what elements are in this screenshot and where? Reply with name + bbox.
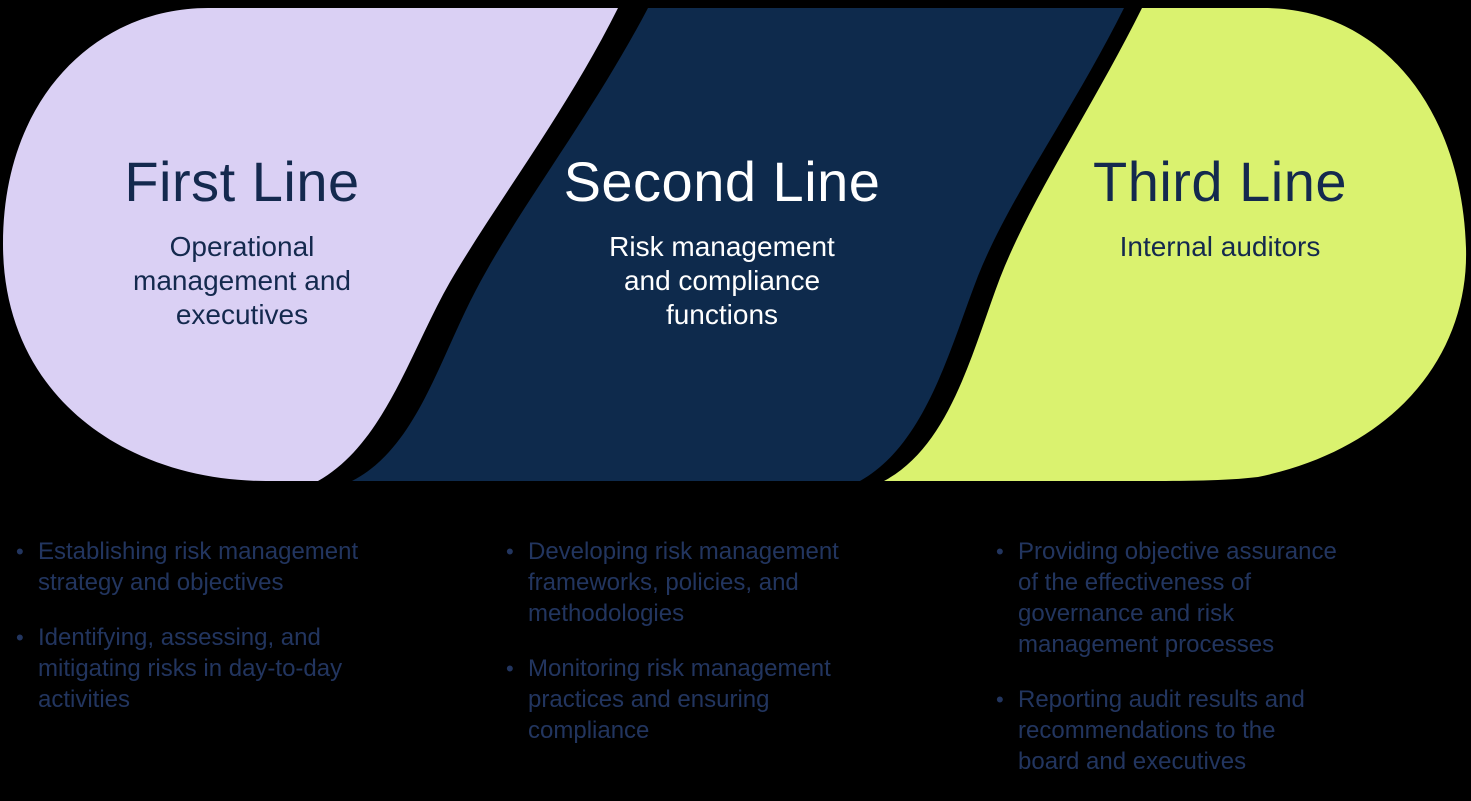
bullet-text: Reporting audit results and recommendati…	[1018, 686, 1305, 775]
bullet-item: • Reporting audit results and recommenda…	[996, 684, 1458, 777]
bullet-icon: •	[506, 656, 514, 681]
bullet-item: • Monitoring risk management practices a…	[506, 653, 968, 746]
bullet-item: • Providing objective assurance of the e…	[996, 536, 1458, 660]
bullet-text: Providing objective assurance of the eff…	[1018, 538, 1337, 658]
first-line-bullets: • Establishing risk management strategy …	[16, 536, 478, 739]
bullet-item: • Developing risk management frameworks,…	[506, 536, 968, 629]
second-line-subtitle: Risk management and compliance functions	[609, 231, 835, 330]
second-line-title: Second Line	[563, 150, 881, 213]
bullet-item: • Identifying, assessing, and mitigating…	[16, 622, 478, 715]
first-line-subtitle: Operational management and executives	[133, 231, 351, 330]
third-line-subtitle: Internal auditors	[1119, 231, 1321, 262]
second-line-label: Second Line Risk management and complian…	[462, 152, 982, 332]
bullet-item: • Establishing risk management strategy …	[16, 536, 478, 598]
bullet-icon: •	[996, 687, 1004, 712]
third-line-label: Third Line Internal auditors	[960, 152, 1471, 264]
bullet-text: Developing risk management frameworks, p…	[528, 538, 839, 627]
bullet-icon: •	[16, 539, 24, 564]
second-line-bullets: • Developing risk management frameworks,…	[506, 536, 968, 770]
three-lines-shapes	[3, 8, 1467, 481]
first-line-shape	[3, 8, 618, 481]
bullet-text: Monitoring risk management practices and…	[528, 655, 831, 744]
first-line-title: First Line	[124, 150, 360, 213]
bullet-icon: •	[506, 539, 514, 564]
bullet-text: Identifying, assessing, and mitigating r…	[38, 624, 343, 713]
second-line-shape	[352, 8, 1124, 481]
third-line-title: Third Line	[1092, 150, 1348, 213]
bullet-text: Establishing risk management strategy an…	[38, 538, 359, 596]
first-line-label: First Line Operational management and ex…	[0, 152, 502, 332]
bullet-icon: •	[16, 625, 24, 650]
third-line-bullets: • Providing objective assurance of the e…	[996, 536, 1458, 801]
three-lines-diagram: First Line Operational management and ex…	[0, 8, 1471, 775]
bullet-icon: •	[996, 539, 1004, 564]
third-line-shape	[884, 8, 1467, 481]
